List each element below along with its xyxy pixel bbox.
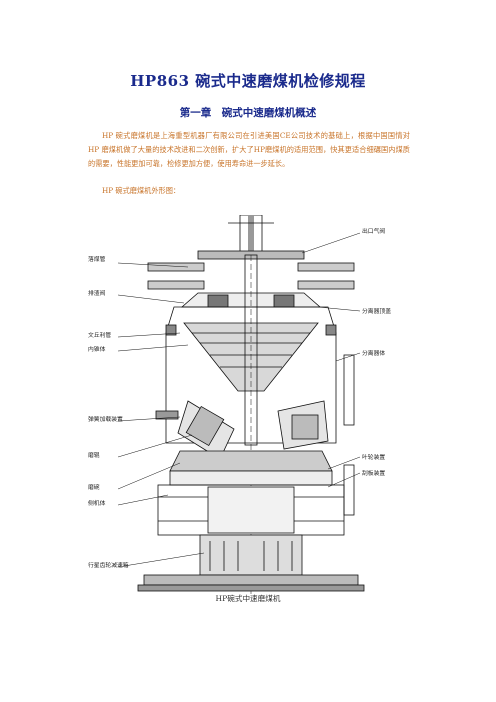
label-gearbox: 行星齿轮减速箱	[88, 561, 129, 569]
label-scraper: 刮板装置	[362, 469, 385, 477]
figure-caption: HP碗式中速磨煤机	[215, 594, 281, 603]
label-separator-body: 分离器体	[362, 349, 385, 357]
label-coal-pipe: 落煤管	[88, 255, 106, 263]
label-inner-cone: 内锥体	[88, 345, 106, 353]
label-separator-top: 分离器顶盖	[362, 307, 391, 315]
label-outlet-valve: 出口气阀	[362, 227, 385, 235]
label-side-body: 侧机体	[88, 499, 106, 507]
document-title: HP863 碗式中速磨煤机检修规程	[130, 72, 366, 90]
label-bowl: 磨碗	[88, 483, 100, 491]
label-venturi: 文丘利管	[88, 331, 111, 339]
label-spring-loader: 弹簧加载装置	[88, 415, 123, 423]
mill-technical-drawing: 落煤管 排渣阀 文丘利管 内锥体 弹簧加载装置 磨辊 磨碗 侧机体 行星齿轮减速…	[88, 215, 391, 595]
intro-paragraph: HP 碗式磨煤机是上海重型机器厂有限公司在引进美国CE公司技术的基础上，根据中国…	[88, 131, 410, 168]
label-slag-valve: 排渣阀	[88, 289, 106, 297]
label-roller: 磨辊	[88, 451, 100, 459]
chapter-heading: 第一章 碗式中速磨煤机概述	[179, 107, 317, 119]
label-impeller: 叶轮装置	[362, 453, 385, 461]
figure-intro: HP 碗式磨煤机外形图：	[102, 186, 181, 195]
